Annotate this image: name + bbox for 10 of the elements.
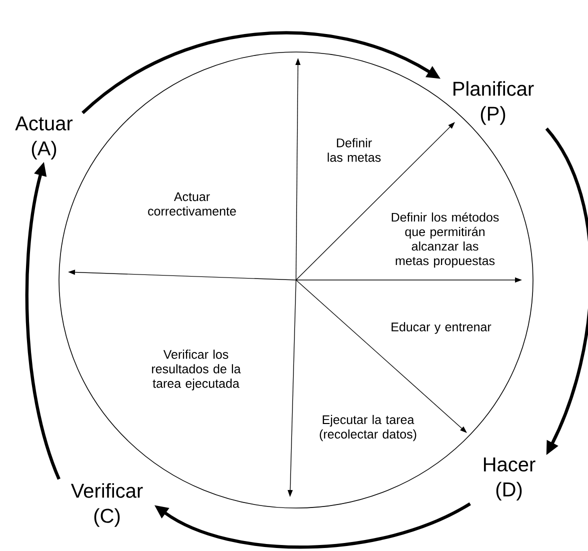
sector-label: Verificar los resultados de la tarea ejecutada: [152, 350, 241, 390]
sector-label: Definir las metas: [328, 138, 381, 162]
sector-label: Ejecutar la tarea (recolectar datos): [320, 414, 416, 442]
stage-label: Verificar (C): [70, 483, 143, 527]
sector-label: Actuar correctivamente: [148, 192, 236, 216]
stage-label: Hacer (D): [484, 458, 536, 500]
stage-label: Planificar (P): [454, 81, 534, 125]
stage-label: Actuar (A): [15, 116, 73, 160]
sector-label: Educar y entrenar: [392, 322, 492, 334]
sector-label: Definir los métodos que permitirán alcanzar las metas propuestas: [392, 212, 499, 268]
